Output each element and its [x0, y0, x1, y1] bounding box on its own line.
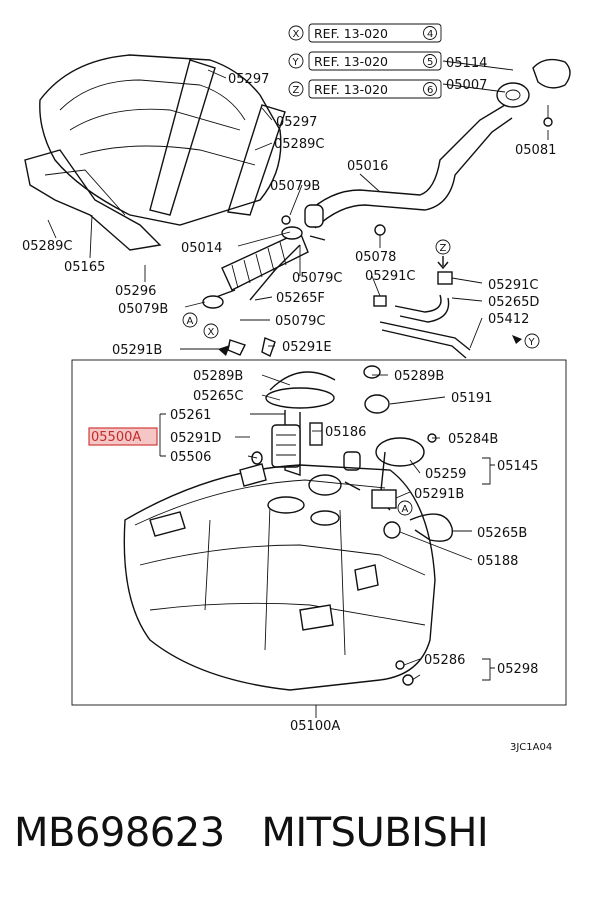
- markers: A X Z Y A: [182, 239, 540, 516]
- ref-x-letter: X: [293, 29, 300, 40]
- label-05289c[interactable]: 05289C: [274, 137, 324, 152]
- reference-x[interactable]: X REF. 13-020 4: [288, 23, 442, 43]
- label-05297-a[interactable]: 05297: [228, 72, 269, 87]
- part-labels: 05297 05297 05289C 05016 05079B 05114 05…: [22, 56, 556, 753]
- arrow-down-icon: [437, 256, 449, 270]
- ref-z-letter: Z: [293, 85, 300, 96]
- label-05079c[interactable]: 05079C: [292, 271, 342, 286]
- assembly-frame: [71, 359, 567, 706]
- ref-y-letter: Y: [292, 57, 300, 68]
- label-05291c[interactable]: 05291C: [365, 269, 415, 284]
- marker-y: Y: [528, 337, 536, 348]
- label-05291c-right[interactable]: 05291C: [488, 278, 538, 293]
- label-05100a[interactable]: 05100A: [290, 719, 340, 734]
- label-05286[interactable]: 05286: [424, 653, 465, 668]
- ref-y-text: REF. 13-020: [314, 54, 388, 69]
- label-05191[interactable]: 05191: [451, 391, 492, 406]
- arrow-right-icon: [512, 335, 522, 344]
- marker-x: X: [208, 327, 215, 338]
- label-05291d[interactable]: 05291D: [170, 431, 221, 446]
- label-05016[interactable]: 05016: [347, 159, 388, 174]
- label-05079c-lower[interactable]: 05079C: [275, 314, 325, 329]
- diagram-code: 3JC1A04: [510, 742, 552, 753]
- label-05265f[interactable]: 05265F: [276, 291, 325, 306]
- vent-hoses-drawing: [227, 271, 471, 359]
- marker-a-left: A: [187, 316, 194, 327]
- label-05014[interactable]: 05014: [181, 241, 222, 256]
- reference-y[interactable]: Y REF. 13-020 5: [288, 51, 442, 71]
- label-05291e[interactable]: 05291E: [282, 340, 332, 355]
- label-05007[interactable]: 05007: [446, 78, 487, 93]
- label-05261[interactable]: 05261: [170, 408, 211, 423]
- label-05188[interactable]: 05188: [477, 554, 518, 569]
- label-05114[interactable]: 05114: [446, 56, 487, 71]
- marker-a-right: A: [402, 504, 409, 515]
- label-05145[interactable]: 05145: [497, 459, 538, 474]
- label-05165[interactable]: 05165: [64, 260, 105, 275]
- fuel-gauge-drawing: [308, 433, 454, 542]
- label-05078[interactable]: 05078: [355, 250, 396, 265]
- label-05079b[interactable]: 05079B: [270, 179, 320, 194]
- filler-neck-drawing: [202, 58, 571, 309]
- label-05297-b[interactable]: 05297: [276, 115, 317, 130]
- label-05259[interactable]: 05259: [425, 467, 466, 482]
- label-05265d[interactable]: 05265D: [488, 295, 539, 310]
- leader-lines: [47, 60, 549, 718]
- label-05289b-right[interactable]: 05289B: [394, 369, 444, 384]
- label-05079b-left[interactable]: 05079B: [118, 302, 168, 317]
- label-05284b[interactable]: 05284B: [448, 432, 498, 447]
- ref-x-num: 4: [427, 29, 433, 40]
- arrow-left-icon: [218, 345, 230, 356]
- label-05291b[interactable]: 05291B: [112, 343, 162, 358]
- brand-name: MITSUBISHI: [261, 810, 489, 856]
- ref-x-text: REF. 13-020: [314, 26, 388, 41]
- label-05291b-lower[interactable]: 05291B: [414, 487, 464, 502]
- label-05412[interactable]: 05412: [488, 312, 529, 327]
- reference-z[interactable]: Z REF. 13-020 6: [288, 79, 442, 99]
- ref-z-text: REF. 13-020: [314, 82, 388, 97]
- ref-y-num: 5: [427, 57, 433, 68]
- label-05081[interactable]: 05081: [515, 143, 556, 158]
- label-05289b[interactable]: 05289B: [193, 369, 243, 384]
- label-05506[interactable]: 05506: [170, 450, 211, 465]
- upper-tank-drawing: [24, 54, 286, 251]
- caption: MB698623 MITSUBISHI: [14, 810, 489, 856]
- label-05296[interactable]: 05296: [115, 284, 156, 299]
- fuel-pump-drawing: [251, 365, 390, 476]
- label-05265c[interactable]: 05265C: [193, 389, 243, 404]
- selected-part-highlight: [88, 427, 158, 446]
- fuel-tank-drawing: [123, 463, 436, 691]
- label-05186[interactable]: 05186: [325, 425, 366, 440]
- ref-z-num: 6: [427, 85, 433, 96]
- part-number: MB698623: [14, 810, 225, 856]
- marker-z: Z: [440, 243, 447, 254]
- label-05265b[interactable]: 05265B: [477, 526, 527, 541]
- label-05298[interactable]: 05298: [497, 662, 538, 677]
- reference-list: X REF. 13-020 4 Y REF. 13-020 5 Z REF. 1…: [288, 23, 442, 99]
- label-05500a[interactable]: 05500A: [91, 430, 141, 445]
- label-05289c-left[interactable]: 05289C: [22, 239, 72, 254]
